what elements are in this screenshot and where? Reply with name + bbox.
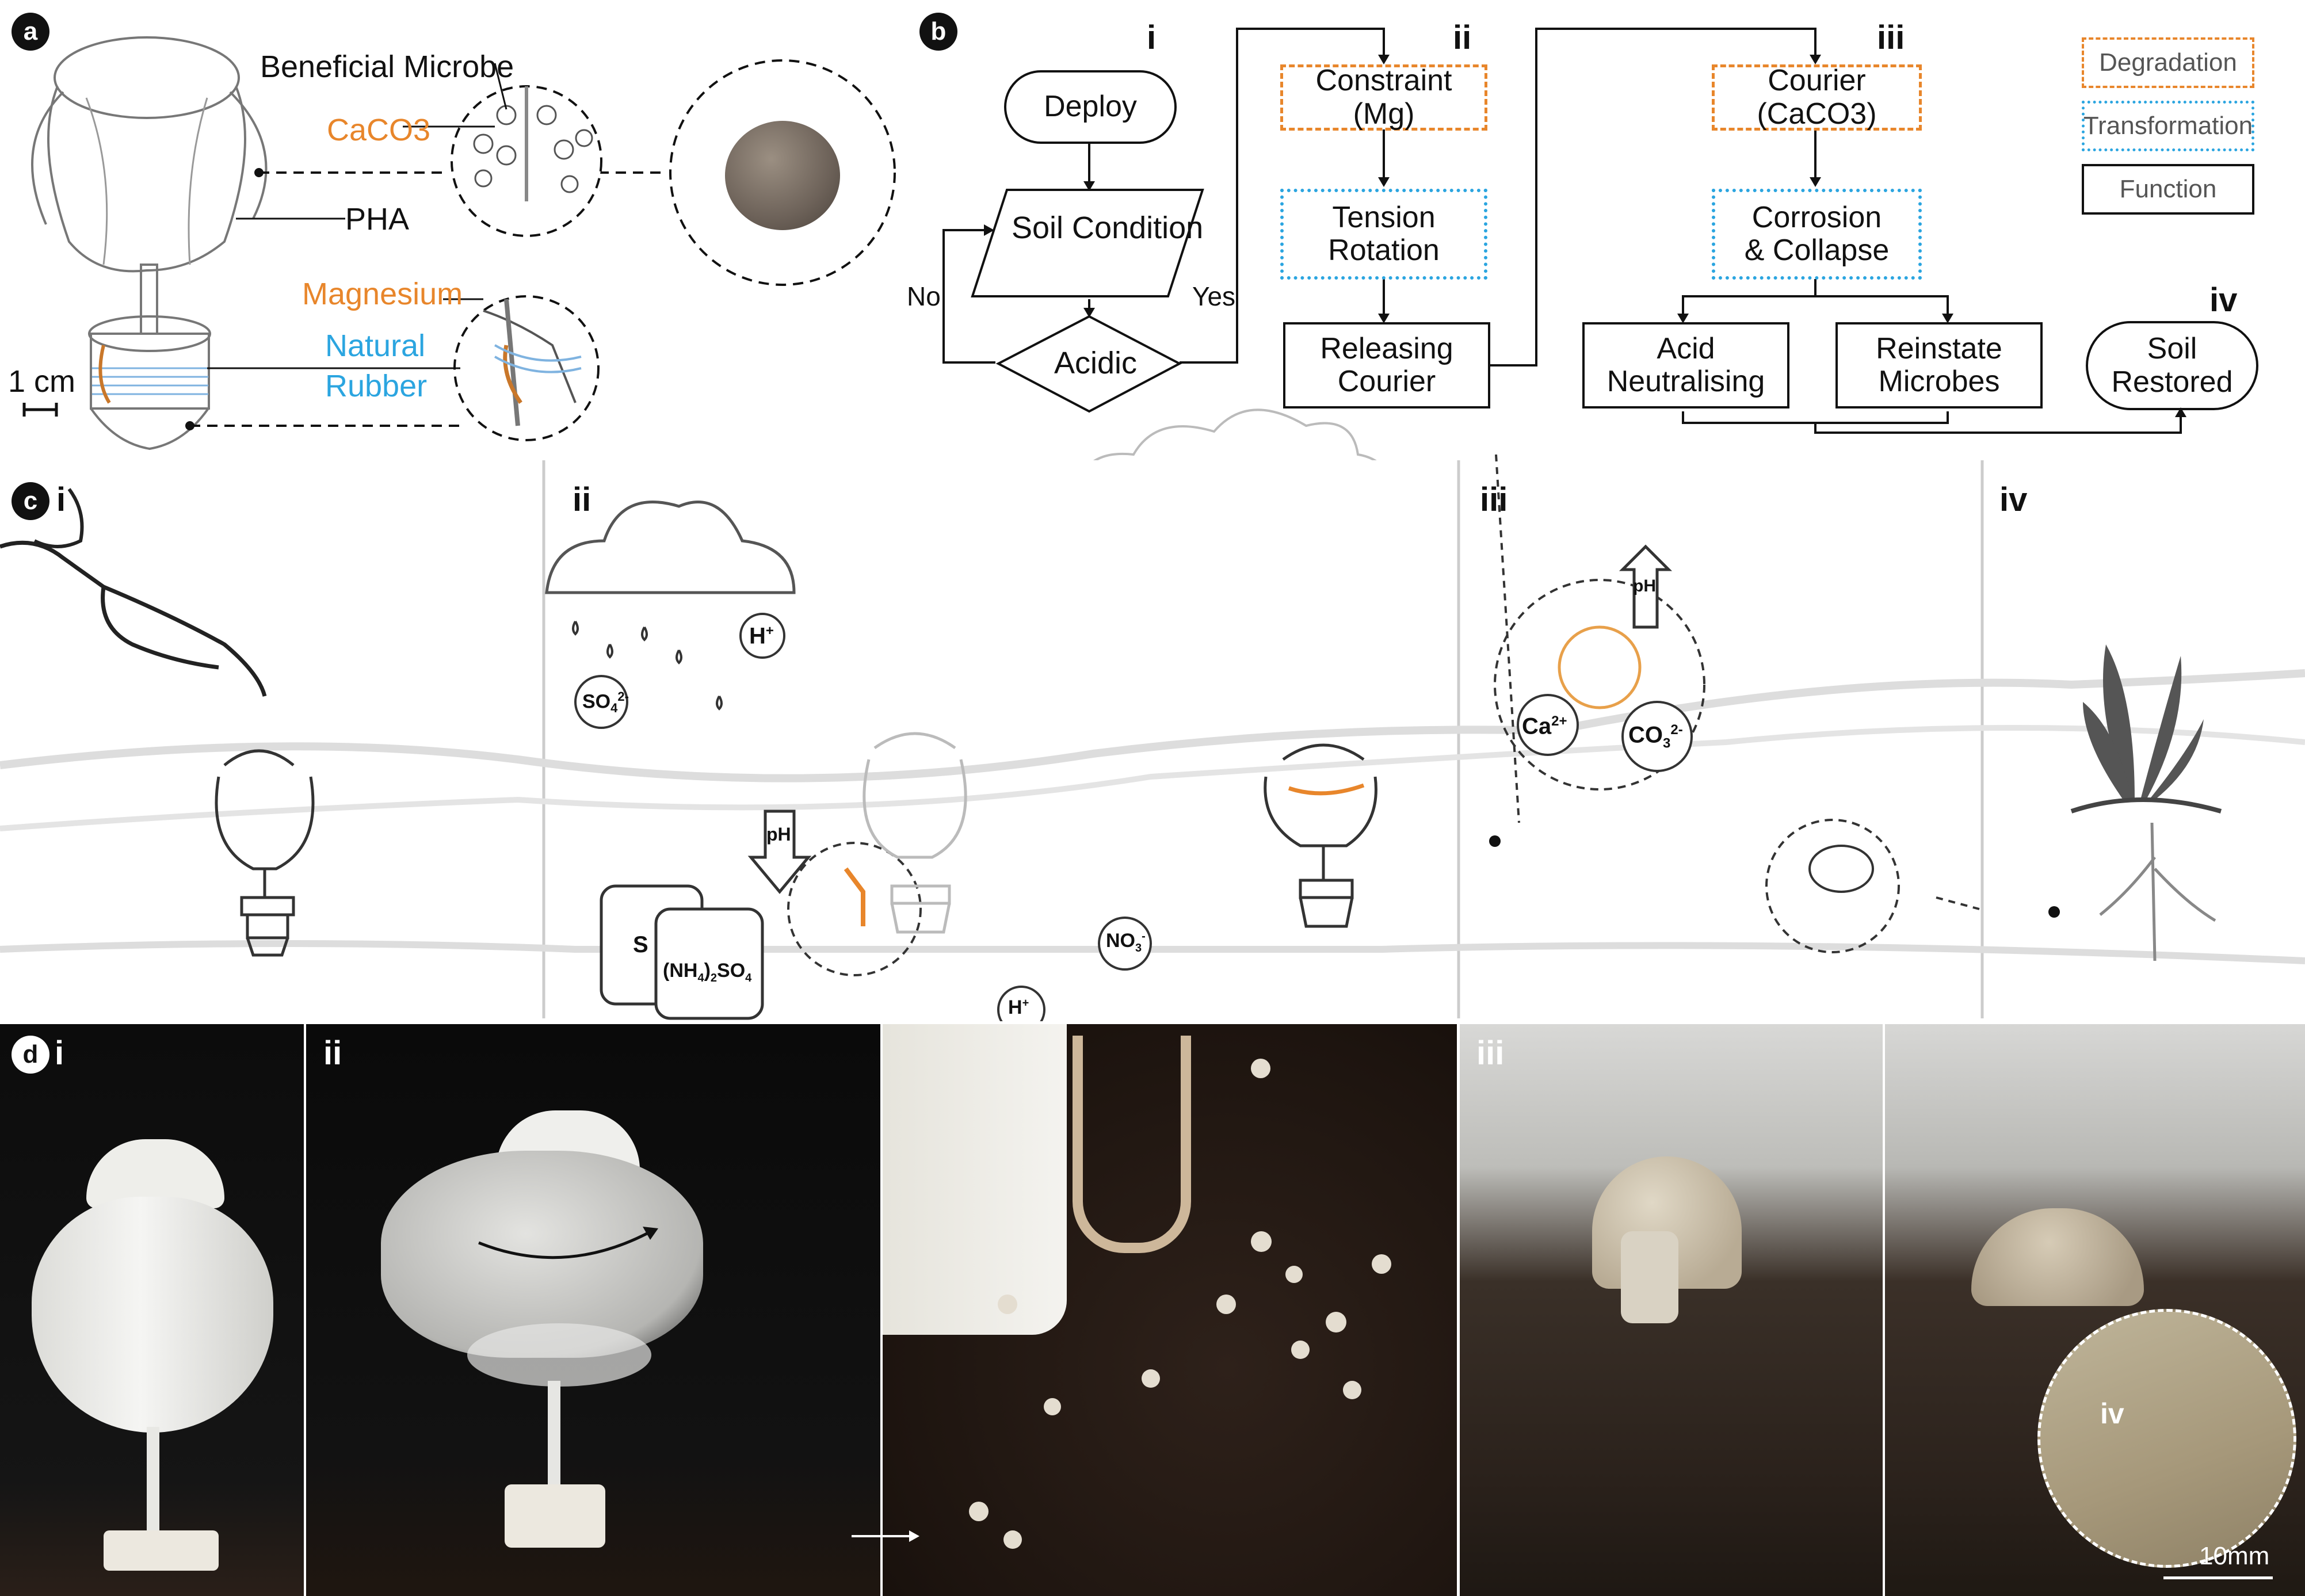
so4-sub: 4 [610,701,618,716]
scale-label-10mm: 10mm [2199,1542,2270,1570]
chem-no3: NO3- [1106,930,1146,955]
scale-label: 1 cm [8,364,76,399]
stage-b-iii: iii [1877,19,1905,56]
soil-scene-illustration [0,455,2305,1021]
label-no: No [907,281,941,311]
node-soil-condition: Soil Condition [1012,211,1204,245]
so4-charge: 2- [617,689,629,704]
node-deploy: Deploy [1004,70,1177,144]
chem-ph-up: pH [1633,576,1656,595]
legend-degradation: Degradation [2082,37,2254,88]
label-beneficial-microbe: Beneficial Microbe [260,49,514,84]
chem-h-plus-bottom: H+ [1008,996,1029,1019]
photo-d-i [0,1024,304,1596]
ca-symbol: Ca [1522,713,1552,739]
node-acidic: Acidic [1054,346,1138,380]
no3-symbol: NO [1106,930,1135,952]
stage-d-ii: ii [323,1034,342,1072]
chem-h-plus: H+ [749,623,774,649]
calcium-carbonate-sphere-photo [725,121,840,230]
co3-sub: 3 [1663,735,1671,751]
legend-function: Function [2082,164,2254,215]
stage-d-i: i [55,1034,64,1072]
node-soil-restored: Soil Restored [2086,321,2258,410]
photo-d-ii [306,1024,880,1596]
chem-ammonium-sulfate: (NH4)2SO4 [663,960,751,985]
label-rubber: Rubber [325,369,428,403]
label-pha: PHA [345,202,410,236]
nh4-so: SO [717,960,746,982]
stage-c-iv: iv [1999,481,2028,518]
co3-symbol: CO [1628,722,1663,748]
acid-line-2: Neutralising [1606,365,1765,398]
no3-charge: - [1142,930,1146,943]
h-charge: + [765,623,774,639]
tension-line-2: Rotation [1328,234,1440,267]
h-charge-2: + [1022,996,1029,1010]
soil-restored-line-2: Restored [2111,365,2233,399]
label-magnesium: Magnesium [302,277,463,311]
chem-ca: Ca2+ [1522,713,1567,739]
nh4-paren: ) [704,960,711,982]
label-natural: Natural [325,329,426,363]
h-symbol-2: H [1008,996,1022,1018]
continuation-arrow [852,1530,919,1542]
releasing-line-1: Releasing [1320,331,1453,365]
node-courier: Courier (CaCO3) [1712,64,1922,131]
label-caco3: CaCO3 [327,113,431,147]
nh4-sub3: 4 [745,971,752,984]
ca-charge: 2+ [1551,713,1567,729]
chem-s: S [633,932,648,957]
chem-ph-down: pH [766,824,791,845]
label-yes: Yes [1192,281,1236,311]
chem-so4: SO42- [582,689,629,716]
nh4-sub: 4 [697,971,704,984]
photo-d-soil-couriers [883,1024,1457,1596]
stage-c-ii: ii [573,481,591,518]
co3-charge: 2- [1670,722,1683,738]
photo-d-iii-a [1460,1024,1883,1596]
panel-a-badge: a [12,13,49,51]
panel-d-badge: d [12,1036,49,1074]
so4-symbol: SO [582,690,611,713]
tension-line-1: Tension [1332,200,1436,234]
node-constraint: Constraint (Mg) [1280,64,1487,131]
stage-d-iv: iv [2100,1398,2124,1430]
panel-c-badge: c [12,482,49,520]
flowchart-connectors [942,28,2186,460]
node-releasing-courier: Releasing Courier [1283,322,1490,408]
node-reinstate-microbes: Reinstate Microbes [1835,322,2043,408]
stage-b-iv: iv [2209,281,2238,319]
stage-d-iii: iii [1476,1034,1505,1072]
stage-b-i: i [1147,19,1157,56]
scale-bar-10mm [2163,1576,2273,1579]
rotation-arrow [478,1227,658,1259]
corrosion-line-1: Corrosion [1751,200,1882,234]
panel-b-badge: b [919,13,957,51]
stage-c-iii: iii [1480,481,1508,518]
stage-c-i: i [56,481,66,518]
reinstate-line-2: Microbes [1878,365,2000,398]
node-acid-neutralising: Acid Neutralising [1582,322,1789,408]
acid-line-1: Acid [1657,331,1715,365]
photo-d-iii-b [1885,1024,2305,1596]
reinstate-line-1: Reinstate [1876,331,2002,365]
zoom-inset-iv [2037,1309,2296,1568]
no3-sub: 3 [1135,941,1142,954]
node-tension-rotation: Tension Rotation [1280,189,1487,280]
node-corrosion-collapse: Corrosion & Collapse [1712,189,1922,280]
nh4-sub2: 2 [710,971,718,984]
soil-restored-line-1: Soil [2147,332,2197,366]
corrosion-line-2: & Collapse [1744,234,1890,267]
nh4-symbol: (NH [663,960,698,982]
stage-b-ii: ii [1453,19,1472,56]
h-symbol: H [749,623,766,649]
releasing-line-2: Courier [1337,365,1436,398]
legend-transformation: Transformation [2082,101,2254,151]
panel-a-drawing [22,36,896,450]
chem-co3: CO32- [1628,722,1683,751]
